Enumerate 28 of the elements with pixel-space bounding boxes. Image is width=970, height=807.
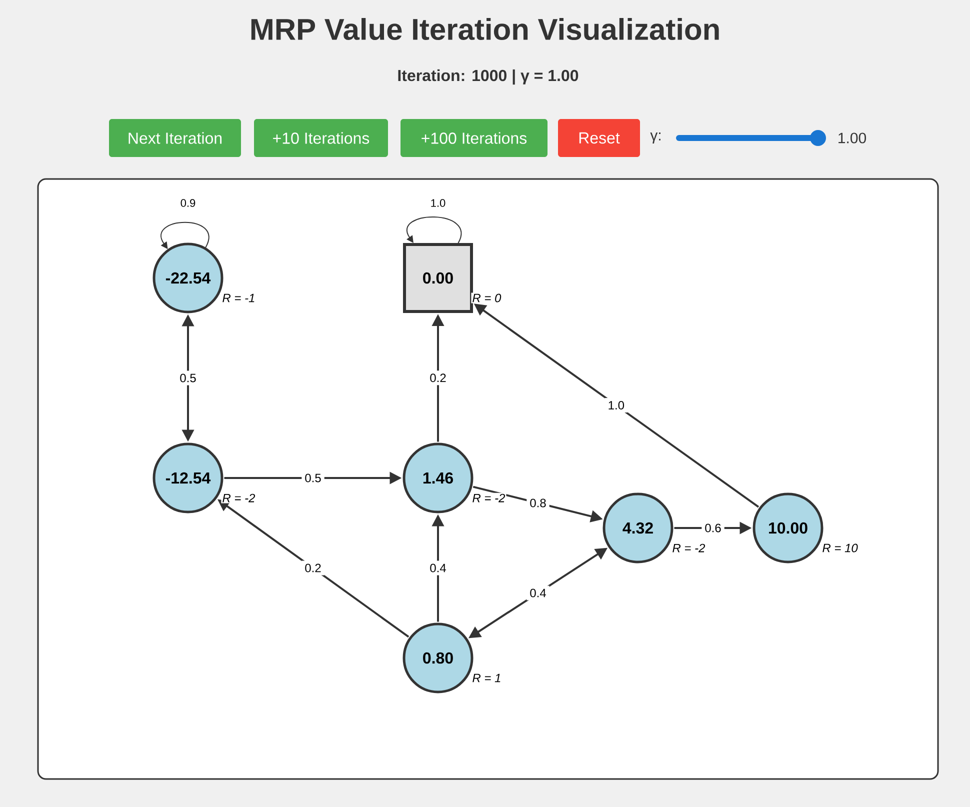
edge-label: 0.5 (176, 370, 200, 386)
action-button: +100 Iterations (400, 119, 548, 157)
edge-label: 0.2 (426, 370, 450, 386)
self-loop-arrow (406, 216, 462, 244)
status-text: Iteration: 1000 | γ = 1.00 (398, 69, 578, 85)
reward-label: R = 1 (471, 672, 502, 684)
slider-label: γ: (650, 132, 660, 144)
edge-label: 0.5 (302, 470, 324, 486)
edge-label: 0.4 (526, 586, 550, 600)
reward-label: R = -2 (671, 542, 706, 554)
state-square: 0.00 (403, 243, 473, 313)
reward-label: R = 0 (471, 292, 502, 304)
edge-label: 0.9 (180, 199, 196, 207)
reward-label: R = -2 (471, 492, 506, 504)
edge-label: 1.0 (604, 398, 628, 412)
title: MRP Value Iteration Visualization (251, 18, 719, 40)
edge-label: 1.0 (431, 199, 446, 207)
edge-label: 0.6 (702, 520, 724, 536)
edge-label: 0.8 (526, 496, 550, 510)
action-button: +10 Iterations (254, 119, 388, 157)
edge-label: 0.4 (426, 560, 450, 576)
reward-label: R = 10 (821, 542, 859, 554)
edge-label: 0.2 (302, 560, 324, 576)
reset-button: Reset (558, 119, 640, 157)
reward-label: R = -1 (221, 292, 256, 304)
slider-label: 1.00 (838, 132, 866, 144)
reward-label: R = -2 (221, 492, 256, 504)
action-button: Next Iteration (109, 119, 241, 157)
